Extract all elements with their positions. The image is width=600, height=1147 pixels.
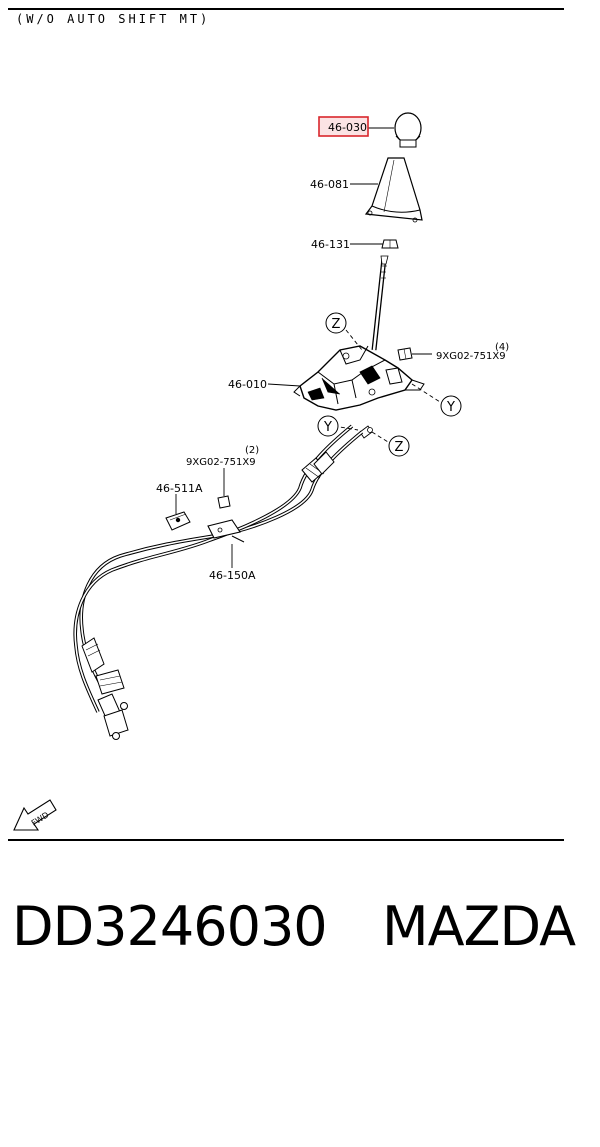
part-number: DD3246030 (12, 895, 328, 958)
diagram-header: (W/O AUTO SHIFT MT) (16, 12, 211, 26)
callout-nut-131: 46-131 (311, 238, 350, 251)
leader-lines (175, 127, 441, 568)
callout-boot: 46-081 (310, 178, 349, 191)
shift-boot (364, 157, 423, 223)
bolt-top (397, 347, 413, 361)
callout-knob: 46-030 (328, 121, 367, 134)
cable-bracket (207, 519, 245, 543)
svg-text:Y: Y (446, 400, 455, 415)
parts-diagram-page: (W/O AUTO SHIFT MT) (8, 8, 600, 975)
callout-bolt-top-qty: (4) (495, 342, 509, 353)
bottom-divider (8, 839, 564, 841)
callout-bolt-left: 9XG02-751X9 (186, 457, 256, 468)
nut-46-131 (381, 239, 399, 249)
callout-bolt-top: 9XG02-751X9 (436, 351, 506, 362)
callout-clip: 46-511A (156, 482, 203, 495)
top-divider (8, 8, 564, 10)
svg-text:Z: Z (332, 317, 341, 332)
shift-lever (371, 255, 389, 351)
part-footer: DD3246030 MAZDA (12, 895, 600, 975)
marker-z-top: Z (325, 312, 347, 334)
shift-cables (73, 424, 364, 713)
svg-text:Y: Y (323, 420, 332, 435)
shift-knob (394, 112, 422, 148)
callout-bolt-left-qty: (2) (245, 445, 259, 456)
forward-arrow-icon: FWD (13, 799, 57, 831)
cable-lower-ends (81, 637, 129, 740)
marker-y-right: Y (440, 395, 462, 417)
shifter-housing (293, 345, 425, 411)
exploded-view-diagram: 46-030 46-081 46-131 46-010 (4) 9XG02-75… (13, 112, 509, 831)
marker-z-right: Z (388, 435, 410, 457)
brand-name: MAZDA (382, 895, 576, 958)
clip-46-511a (165, 511, 191, 531)
bolt-left (217, 495, 231, 509)
svg-text:Z: Z (395, 440, 404, 455)
highlight-box (318, 116, 369, 137)
callout-cable: 46-150A (209, 569, 256, 582)
marker-y-left: Y (317, 415, 339, 437)
callout-shifter: 46-010 (228, 378, 267, 391)
cable-adjusters (301, 451, 335, 483)
